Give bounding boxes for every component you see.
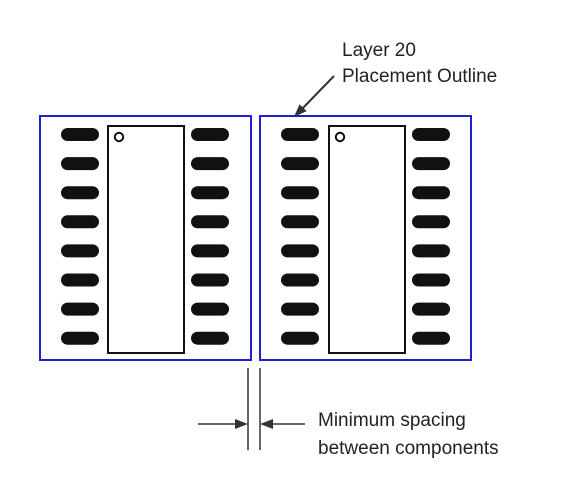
pad-right — [191, 244, 229, 258]
annotation-layer — [198, 75, 335, 450]
pad-right — [412, 244, 450, 258]
pad-right — [412, 331, 450, 345]
placement-outline — [39, 115, 252, 361]
pad-left — [61, 244, 99, 258]
spacing-arrowhead-left — [235, 419, 248, 429]
pad-left — [281, 128, 319, 141]
spacing-arrowhead-right — [260, 419, 273, 429]
pad-right — [191, 186, 229, 200]
pad-left — [281, 215, 319, 229]
pad-right — [191, 215, 229, 229]
placement-outline — [259, 115, 472, 361]
pad-left — [281, 273, 319, 287]
spacing-label-line-1: Minimum spacing — [318, 410, 466, 431]
component-body — [328, 125, 406, 354]
pad-left — [61, 157, 99, 171]
component-body — [107, 125, 185, 354]
left-component — [39, 115, 252, 361]
right-component — [259, 115, 472, 361]
callout-label-line-1: Layer 20 — [342, 40, 416, 61]
pad-right — [191, 331, 229, 345]
pad-right — [412, 128, 450, 141]
pad-right — [191, 302, 229, 316]
pad-right — [412, 302, 450, 316]
pad-right — [191, 128, 229, 141]
pad-right — [412, 186, 450, 200]
pad-left — [61, 331, 99, 345]
pad-left — [61, 128, 99, 141]
pad-left — [61, 273, 99, 287]
pin1-marker — [113, 131, 125, 143]
pad-left — [61, 186, 99, 200]
pad-left — [281, 331, 319, 345]
pad-right — [412, 273, 450, 287]
pad-left — [281, 244, 319, 258]
pad-right — [191, 157, 229, 171]
callout-leader-line — [300, 75, 335, 111]
callout-arrowhead — [294, 104, 307, 117]
pad-left — [61, 215, 99, 229]
callout-label-line-2: Placement Outline — [342, 66, 498, 87]
pad-left — [61, 302, 99, 316]
pad-left — [281, 157, 319, 171]
spacing-label-line-2: between components — [318, 438, 499, 459]
pin1-marker — [334, 131, 346, 143]
pad-right — [412, 157, 450, 171]
components-layer — [39, 115, 472, 361]
pad-left — [281, 302, 319, 316]
pad-left — [281, 186, 319, 200]
pad-right — [412, 215, 450, 229]
pad-right — [191, 273, 229, 287]
